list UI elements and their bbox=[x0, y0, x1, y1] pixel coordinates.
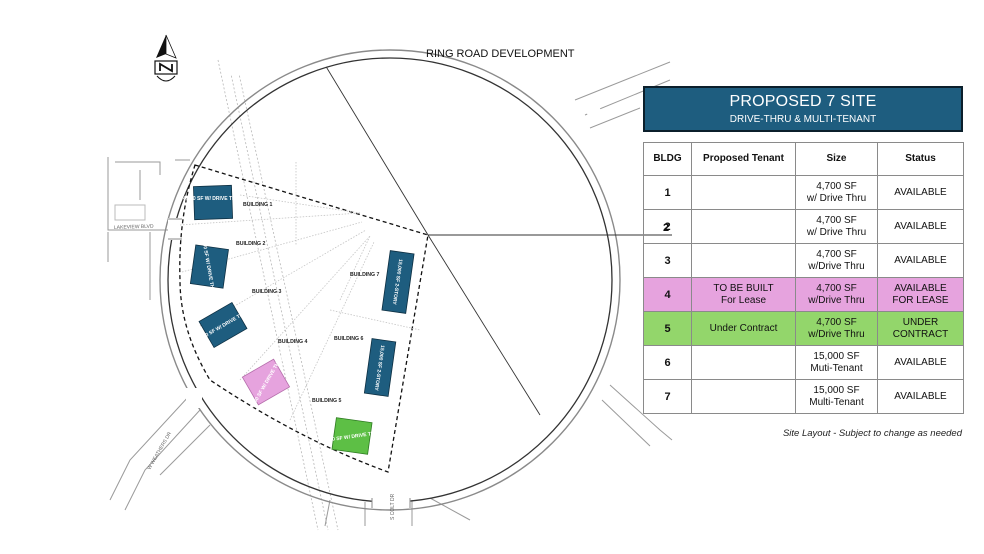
cell-tenant: Under Contract bbox=[691, 311, 796, 346]
cell-status: AVAILABLE bbox=[877, 345, 964, 380]
cell-bldg: 3 bbox=[643, 243, 692, 278]
site-boundary bbox=[179, 164, 429, 473]
header-bldg: BLDG bbox=[643, 142, 692, 176]
cell-tenant bbox=[691, 175, 796, 210]
cell-status: AVAILABLE bbox=[877, 175, 964, 210]
building-footprint-5[interactable]: 4,700 SF W/ DRIVE THRU bbox=[322, 417, 383, 455]
header-tenant: Proposed Tenant bbox=[691, 142, 796, 176]
building-footprint-3[interactable]: 4,700 SF W/ DRIVE THRU bbox=[196, 301, 251, 349]
svg-text:4,700 SF W/ DRIVE THRU: 4,700 SF W/ DRIVE THRU bbox=[183, 196, 243, 202]
parcel-line-north bbox=[315, 58, 429, 236]
building-label-5: BUILDING 5 bbox=[312, 398, 342, 404]
header-status: Status bbox=[877, 142, 964, 176]
cell-bldg: 2 bbox=[643, 209, 692, 244]
street-label-left: LAKEVIEW BLVD bbox=[114, 224, 154, 231]
cell-bldg: 1 bbox=[643, 175, 692, 210]
cell-tenant bbox=[691, 345, 796, 380]
outside-streets bbox=[107, 157, 211, 511]
footprint-1-text: 4,700 SF W/ DRIVE THRU bbox=[183, 196, 243, 202]
building-label-7: BUILDING 7 bbox=[350, 272, 380, 278]
tenant-table: BLDG Proposed Tenant Size Status 1 4,700 … bbox=[643, 142, 964, 414]
header-size: Size bbox=[795, 142, 878, 176]
cell-status: AVAILABLE bbox=[877, 379, 964, 414]
building-footprint-2[interactable]: 4,700 SF W/ DRIVE THRU bbox=[189, 236, 229, 296]
footnote: Site Layout - Subject to change as neede… bbox=[782, 428, 962, 439]
building-label-6: BUILDING 6 bbox=[334, 336, 364, 342]
cell-bldg: 5 bbox=[643, 311, 692, 346]
proposed-site-header: PROPOSED 7 SITE DRIVE-THRU & MULTI-TENAN… bbox=[643, 86, 963, 132]
building-footprint-6[interactable]: 15,000 SF 2-STORY bbox=[363, 338, 397, 397]
panel-title: PROPOSED 7 SITE bbox=[729, 93, 877, 110]
building-label-3: BUILDING 3 bbox=[252, 289, 282, 295]
cell-status: AVAILABLE bbox=[877, 243, 964, 278]
building-footprint-1[interactable]: 4,700 SF W/ DRIVE THRU bbox=[183, 184, 243, 221]
building-label-4: BUILDING 4 bbox=[278, 339, 308, 345]
cell-bldg: 6 bbox=[643, 345, 692, 380]
cell-bldg: 4 bbox=[643, 277, 692, 312]
map-title: RING ROAD DEVELOPMENT bbox=[426, 48, 575, 60]
cell-tenant bbox=[691, 243, 796, 278]
rail-corridor bbox=[217, 59, 339, 531]
building-footprint-7[interactable]: 15,000 SF 2-STORY bbox=[381, 250, 415, 314]
street-label-lower: W WEATHERS DR bbox=[147, 431, 174, 471]
building-label-2: BUILDING 2 bbox=[236, 241, 266, 247]
ring-road-outer bbox=[159, 49, 621, 511]
cell-tenant bbox=[691, 209, 796, 244]
street-label-bottom: S COLT DR bbox=[390, 493, 396, 520]
panel-subtitle: DRIVE-THRU & MULTI-TENANT bbox=[729, 114, 877, 125]
cell-status: AVAILABLE bbox=[877, 209, 964, 244]
table-header-row: BLDG Proposed Tenant Size Status bbox=[643, 142, 964, 176]
parcel-line-south bbox=[427, 234, 541, 416]
cell-tenant bbox=[691, 379, 796, 414]
cell-bldg: 7 bbox=[643, 379, 692, 414]
north-arrow-icon bbox=[154, 34, 178, 82]
building-label-1: BUILDING 1 bbox=[243, 202, 273, 208]
